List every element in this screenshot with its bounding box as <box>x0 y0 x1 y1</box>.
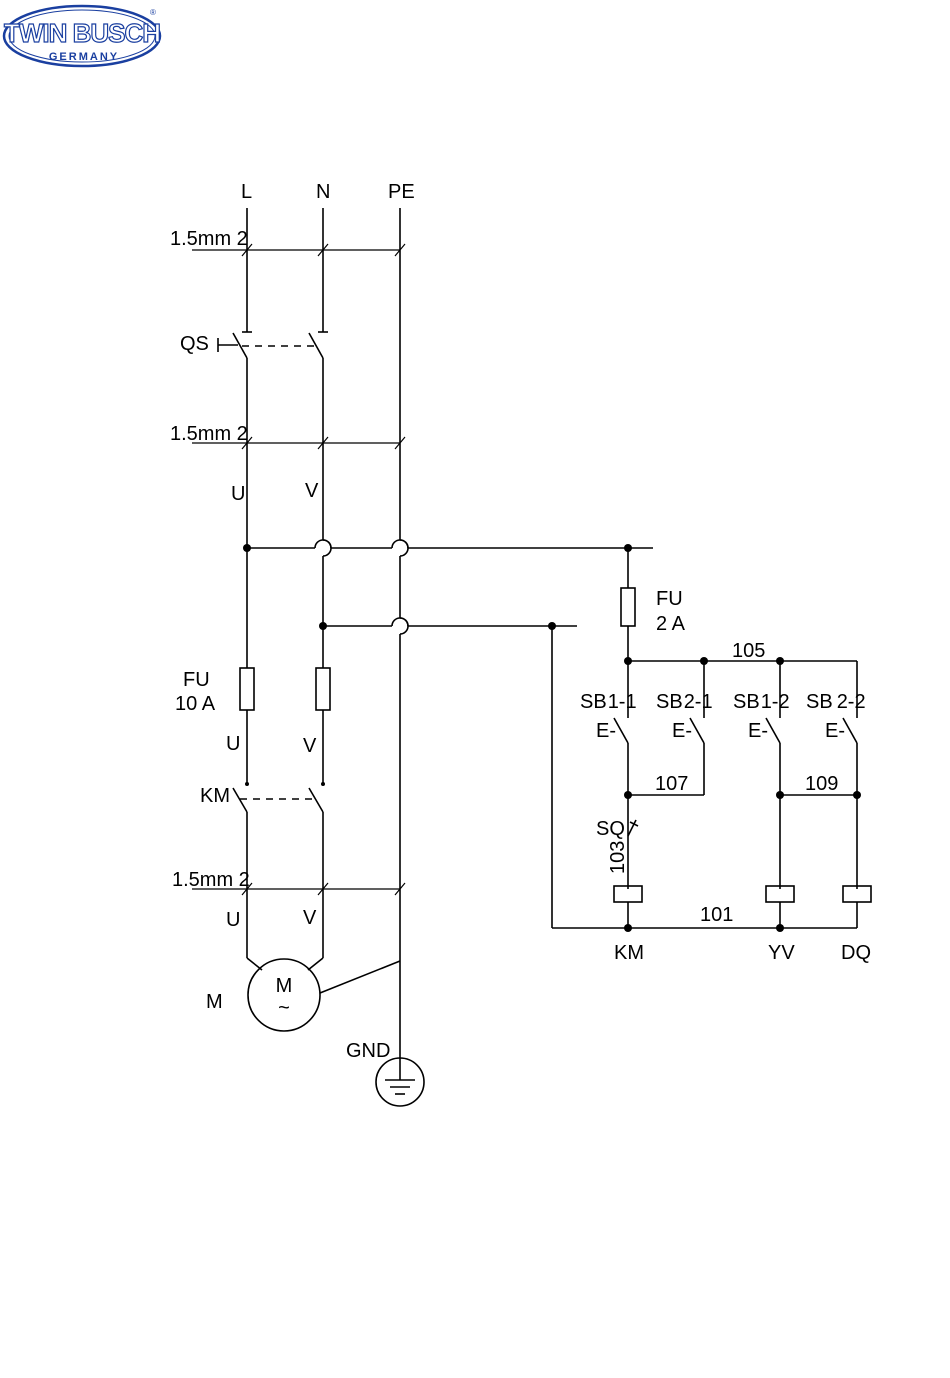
label-cable-top: 1.5mm 2 <box>170 228 248 250</box>
fuse-fu-10a-n <box>316 668 330 710</box>
label-e-1: E- <box>596 720 616 742</box>
label-control-fuse-rating: 2 A <box>656 613 686 635</box>
label-e-3: E- <box>748 720 768 742</box>
label-limit-switch-sq: SQ <box>596 818 625 840</box>
label-fuse-fu: FU <box>183 669 210 691</box>
logo-brand: TWIN BUSCH <box>4 18 160 48</box>
label-coil-km: KM <box>614 942 644 964</box>
logo-country: GERMANY <box>49 51 119 63</box>
pushbutton-sb21 <box>690 718 704 743</box>
label-e-2: E- <box>672 720 692 742</box>
label-wire-105: 105 <box>732 640 765 662</box>
fuse-fu-10a-l <box>240 668 254 710</box>
label-motor-m: M <box>206 991 223 1013</box>
label-switch-qs: QS <box>180 333 209 355</box>
motor-ac-symbol: ~ <box>278 997 290 1019</box>
label-sb12: SB1-2 <box>733 691 790 713</box>
label-e-4: E- <box>825 720 845 742</box>
logo-registered-mark: ® <box>150 8 156 17</box>
label-line-l: L <box>241 181 252 203</box>
label-phase-v-2: V <box>303 735 317 757</box>
motor-symbol: M <box>276 975 293 997</box>
pushbutton-sb11 <box>614 718 628 743</box>
label-wire-109: 109 <box>805 773 838 795</box>
label-phase-v-1: V <box>305 480 319 502</box>
label-cable-motor: 1.5mm 2 <box>172 869 250 891</box>
twin-busch-logo: TWIN BUSCH GERMANY ® <box>4 6 160 66</box>
pushbutton-sb22 <box>843 718 857 743</box>
label-coil-dq: DQ <box>841 942 871 964</box>
label-wire-107: 107 <box>655 773 688 795</box>
label-wire-103: 103 <box>607 841 629 874</box>
label-control-fuse-fu: FU <box>656 588 683 610</box>
label-contactor-km: KM <box>200 785 230 807</box>
label-coil-yv: YV <box>768 942 795 964</box>
label-line-n: N <box>316 181 330 203</box>
label-phase-u-3: U <box>226 909 240 931</box>
label-cable-mid: 1.5mm 2 <box>170 423 248 445</box>
label-wire-101: 101 <box>700 904 733 926</box>
label-ground-gnd: GND <box>346 1040 390 1062</box>
contactor-km-blade-u <box>233 788 247 812</box>
label-fuse-rating-10a: 10 A <box>175 693 216 715</box>
wire-motor-earth <box>320 961 400 993</box>
label-phase-v-3: V <box>303 907 317 929</box>
contactor-km-blade-v <box>309 788 323 812</box>
pushbutton-sb12 <box>766 718 780 743</box>
power-circuit: L N PE 1.5mm 2 QS 1.5mm 2 U V <box>170 181 424 1106</box>
label-phase-u-2: U <box>226 733 240 755</box>
label-line-pe: PE <box>388 181 415 203</box>
fuse-fu-2a <box>621 588 635 626</box>
label-phase-u-1: U <box>231 483 245 505</box>
